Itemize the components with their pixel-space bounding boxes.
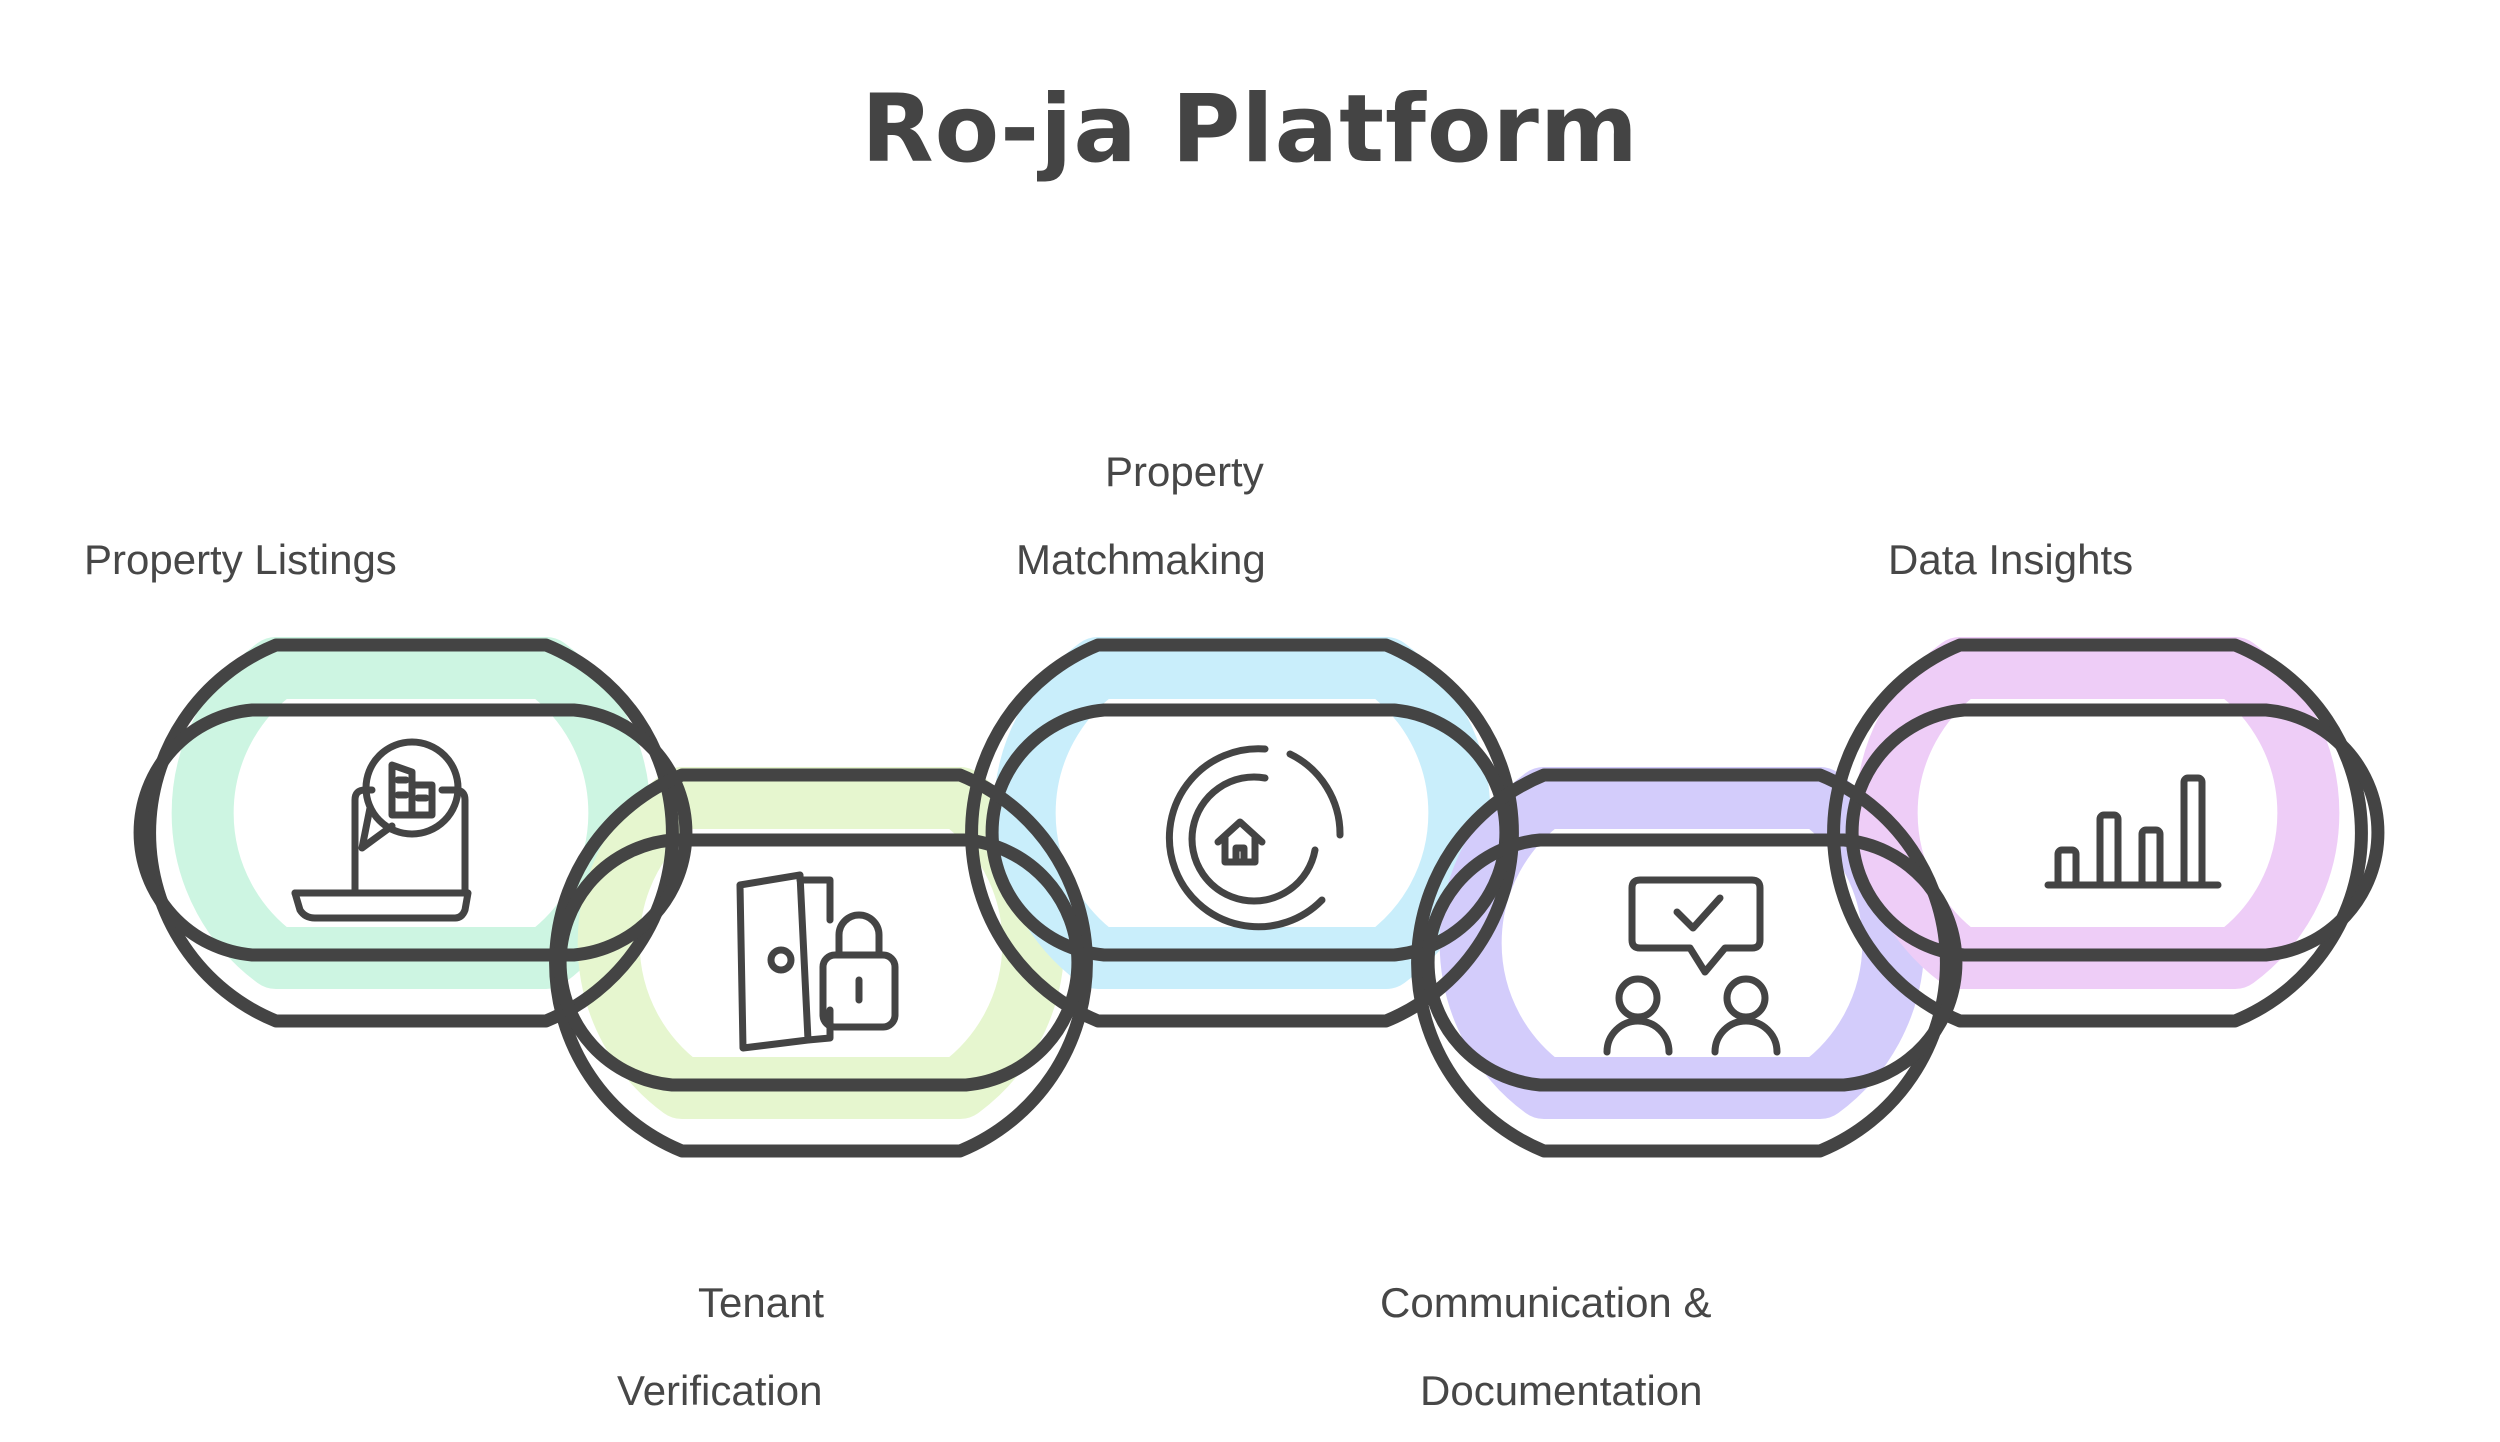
door-lock-icon bbox=[736, 871, 899, 1052]
page-title: Ro-ja Platform bbox=[861, 75, 1639, 184]
label-data-insights: Data Insights bbox=[1888, 536, 2134, 583]
label-property-matchmaking-line2: Matchmaking bbox=[1016, 536, 1266, 583]
label-property-matchmaking-line1: Property bbox=[1105, 448, 1264, 495]
chain-outlines bbox=[133, 638, 2385, 1158]
matchmaking-link-outer bbox=[965, 638, 1519, 1028]
label-communication-documentation-line1: Communication & bbox=[1380, 1279, 1712, 1326]
laptop-chat-building-icon bbox=[291, 738, 472, 922]
verification-link-inner bbox=[553, 833, 1085, 1092]
verification-link-outer bbox=[549, 768, 1093, 1158]
people-chat-check-icon bbox=[1603, 876, 1781, 1056]
label-property-listings: Property Listings bbox=[84, 536, 397, 583]
label-tenant-verification-line2: Verification bbox=[617, 1367, 823, 1414]
insights-link-inner bbox=[1845, 703, 2385, 962]
house-progress-icon bbox=[1165, 745, 1344, 931]
label-communication-documentation-line2: Documentation bbox=[1420, 1367, 1703, 1414]
bar-chart-icon bbox=[2044, 774, 2222, 889]
communication-link-inner bbox=[1421, 833, 1963, 1092]
matchmaking-link-inner bbox=[985, 703, 1513, 962]
listings-link-inner bbox=[133, 703, 693, 962]
label-tenant-verification-line1: Tenant bbox=[698, 1279, 825, 1326]
